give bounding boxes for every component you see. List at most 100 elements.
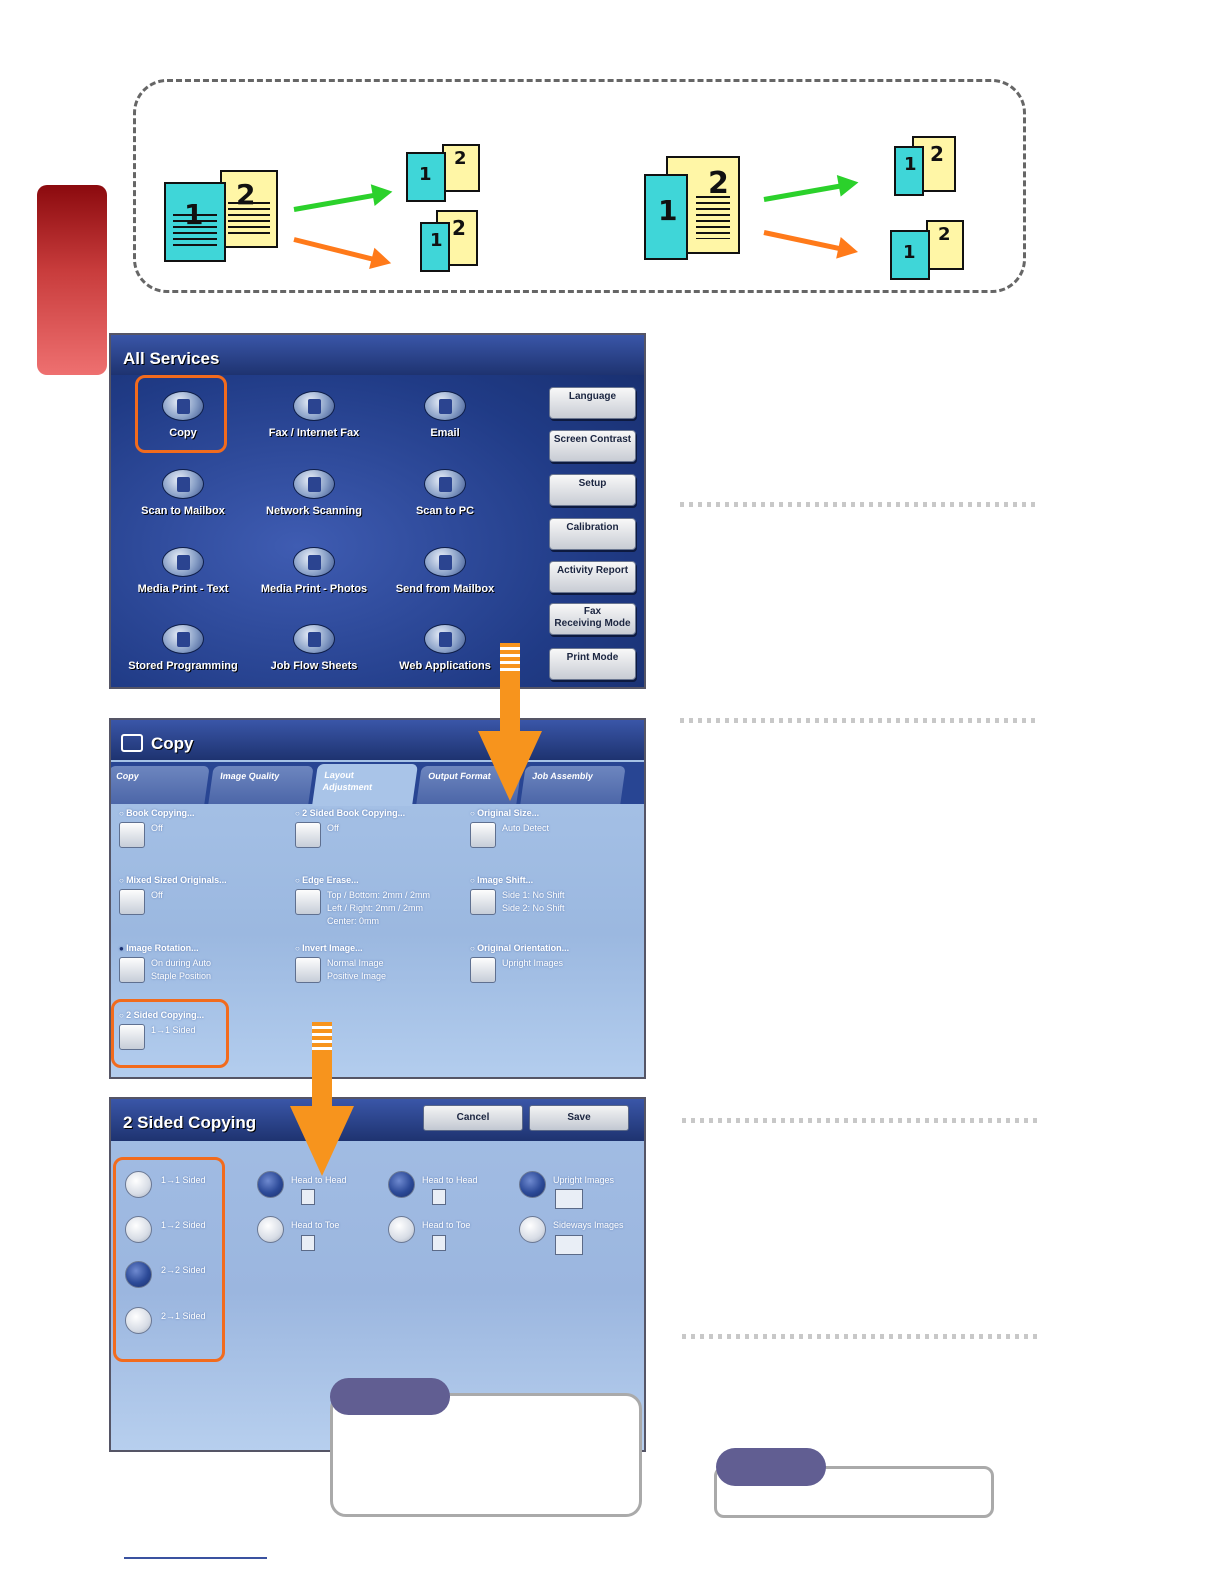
sideways-image-icon — [555, 1235, 583, 1255]
edge-erase-option[interactable]: Edge Erase...Top / Bottom: 2mm / 2mm Lef… — [295, 875, 430, 928]
calibration-button[interactable]: Calibration — [549, 518, 636, 550]
option-button[interactable] — [470, 822, 496, 848]
screen-title: All Services — [111, 335, 644, 375]
two-sided-copying-option[interactable]: 2 Sided Copying...1→1 Sided — [119, 1010, 204, 1050]
two-sided-book-copying-option[interactable]: 2 Sided Book Copying...Off — [295, 808, 405, 848]
copies-head-to-toe-radio[interactable] — [388, 1216, 415, 1243]
scan-pc-icon — [424, 469, 466, 499]
scan-mailbox-icon — [162, 469, 204, 499]
radio-2-1-sided[interactable] — [125, 1307, 152, 1334]
radio-2-2-sided[interactable] — [125, 1261, 152, 1288]
image-shift-option[interactable]: Image Shift...Side 1: No Shift Side 2: N… — [470, 875, 565, 915]
tab-copy[interactable]: Copy — [111, 766, 210, 804]
tab-layout-adjustment[interactable]: Layout Adjustment — [312, 764, 418, 806]
page-icon: 2 — [442, 144, 480, 192]
job-flow-icon — [293, 624, 335, 654]
chapter-side-tab — [37, 185, 107, 375]
arrow-icon — [763, 230, 845, 252]
original-size-option[interactable]: Original Size...Auto Detect — [470, 808, 549, 848]
page-icon: 1 — [406, 152, 446, 202]
divider — [680, 718, 1038, 723]
network-scan-icon — [293, 469, 335, 499]
save-button[interactable]: Save — [529, 1105, 629, 1131]
page-icon: 1 — [890, 230, 930, 280]
option-button[interactable] — [470, 957, 496, 983]
invert-image-option[interactable]: Invert Image...Normal Image Positive Ima… — [295, 943, 386, 983]
page-orientation-icon — [301, 1189, 315, 1205]
fax-icon — [293, 391, 335, 421]
original-orientation-option[interactable]: Original Orientation...Upright Images — [470, 943, 569, 983]
send-mailbox-icon — [424, 547, 466, 577]
down-arrow-icon — [290, 1022, 354, 1178]
screen-title: Copy — [111, 720, 644, 760]
mixed-sized-originals-option[interactable]: Mixed Sized Originals...Off — [119, 875, 227, 915]
copy-highlight — [135, 375, 227, 453]
service-email[interactable]: Email — [385, 391, 505, 439]
service-web-applications[interactable]: Web Applications — [385, 624, 505, 672]
copies-head-to-head-radio[interactable] — [388, 1171, 415, 1198]
option-button[interactable] — [295, 957, 321, 983]
copy-icon — [162, 391, 204, 421]
tab-bar: Copy Image Quality Layout Adjustment Out… — [111, 762, 644, 806]
service-copy[interactable]: Copy — [123, 391, 243, 439]
option-button[interactable] — [470, 889, 496, 915]
media-text-icon — [162, 547, 204, 577]
down-arrow-icon — [478, 643, 542, 803]
service-media-print-text[interactable]: Media Print - Text — [123, 547, 243, 595]
fax-receiving-mode-button[interactable]: Fax Receiving Mode — [549, 603, 636, 635]
page-orientation-icon — [432, 1235, 446, 1251]
option-button[interactable] — [119, 889, 145, 915]
stored-programming-icon — [162, 624, 204, 654]
activity-report-button[interactable]: Activity Report — [549, 561, 636, 593]
note-tag — [330, 1378, 450, 1415]
screen-contrast-button[interactable]: Screen Contrast — [549, 430, 636, 462]
option-button[interactable] — [119, 1024, 145, 1050]
upright-images-radio[interactable] — [519, 1171, 546, 1198]
arrow-icon — [293, 192, 380, 212]
image-rotation-option[interactable]: Image Rotation...On during Auto Staple P… — [119, 943, 211, 983]
copy-icon — [121, 734, 143, 752]
all-services-screen: All Services Copy Fax / Internet Fax Ema… — [109, 333, 646, 689]
two-sided-diagram: 2 1 2 1 2 1 2 1 2 1 2 1 — [133, 79, 1026, 293]
page-icon: 1 — [420, 222, 450, 272]
originals-head-to-head-radio[interactable] — [257, 1171, 284, 1198]
page-icon: 1 — [164, 182, 226, 262]
service-scan-to-mailbox[interactable]: Scan to Mailbox — [123, 469, 243, 517]
tip-tag — [716, 1448, 826, 1486]
web-apps-icon — [424, 624, 466, 654]
cancel-button[interactable]: Cancel — [423, 1105, 523, 1131]
language-button[interactable]: Language — [549, 387, 636, 419]
page-icon: 1 — [894, 146, 924, 196]
service-job-flow-sheets[interactable]: Job Flow Sheets — [254, 624, 374, 672]
copy-screen: Copy Copy Image Quality Layout Adjustmen… — [109, 718, 646, 1079]
footer-rule — [124, 1557, 267, 1559]
media-photo-icon — [293, 547, 335, 577]
option-button[interactable] — [119, 822, 145, 848]
tab-image-quality[interactable]: Image Quality — [208, 766, 314, 804]
sideways-images-radio[interactable] — [519, 1216, 546, 1243]
service-send-from-mailbox[interactable]: Send from Mailbox — [385, 547, 505, 595]
note-callout — [330, 1393, 642, 1517]
radio-1-2-sided[interactable] — [125, 1216, 152, 1243]
radio-1-1-sided[interactable] — [125, 1171, 152, 1198]
sided-options-highlight — [113, 1157, 225, 1362]
service-fax[interactable]: Fax / Internet Fax — [254, 391, 374, 439]
two-sided-highlight — [111, 999, 229, 1068]
print-mode-button[interactable]: Print Mode — [549, 648, 636, 680]
option-button[interactable] — [295, 889, 321, 915]
service-media-print-photos[interactable]: Media Print - Photos — [254, 547, 374, 595]
service-stored-programming[interactable]: Stored Programming — [123, 624, 243, 672]
arrow-icon — [293, 237, 379, 263]
service-network-scanning[interactable]: Network Scanning — [254, 469, 374, 517]
divider — [680, 502, 1038, 507]
upright-image-icon — [555, 1189, 583, 1209]
arrow-icon — [763, 182, 846, 202]
divider — [682, 1334, 1040, 1339]
option-button[interactable] — [119, 957, 145, 983]
originals-head-to-toe-radio[interactable] — [257, 1216, 284, 1243]
setup-button[interactable]: Setup — [549, 474, 636, 506]
option-button[interactable] — [295, 822, 321, 848]
service-scan-to-pc[interactable]: Scan to PC — [385, 469, 505, 517]
book-copying-option[interactable]: Book Copying...Off — [119, 808, 195, 848]
page-icon: 2 — [926, 220, 964, 270]
